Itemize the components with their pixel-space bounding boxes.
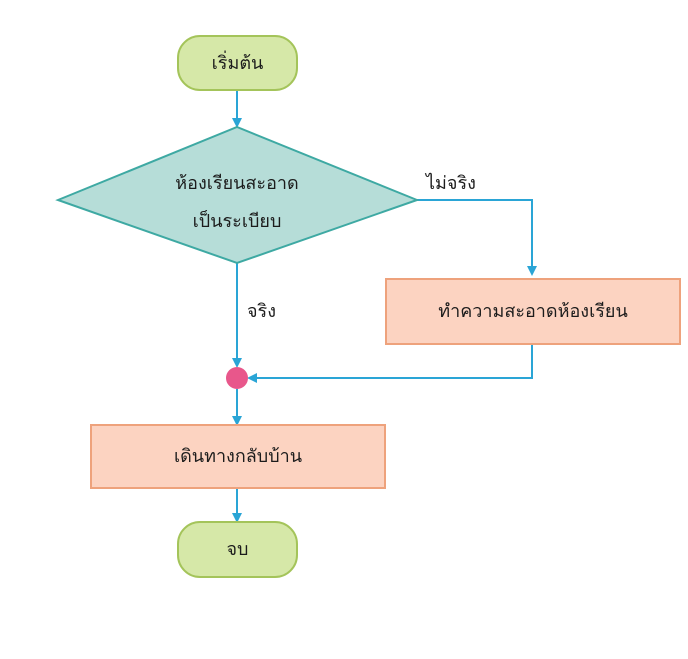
arrow-false-branch [417, 199, 537, 276]
clean-classroom-step [385, 278, 681, 345]
start-label: เริ่มต้น [212, 50, 264, 74]
clean-classroom-label: ทำความสะอาดห้องเรียน [438, 301, 628, 322]
arrow-clean-to-merge [247, 345, 533, 383]
decision-diamond [55, 125, 420, 265]
false-branch-label: ไม่จริง [424, 172, 476, 194]
decision-line2: เป็นระเบียบ [193, 209, 282, 232]
merge-connector [226, 367, 248, 389]
end-terminal [177, 521, 298, 578]
true-branch-label: จริง [247, 301, 276, 322]
walk-home-label: เดินทางกลับบ้าน [174, 446, 302, 467]
decision-line1: ห้องเรียนสะอาด [175, 173, 298, 194]
walk-home-step [90, 424, 386, 489]
start-terminal [177, 35, 298, 91]
end-label: จบ [227, 539, 249, 560]
